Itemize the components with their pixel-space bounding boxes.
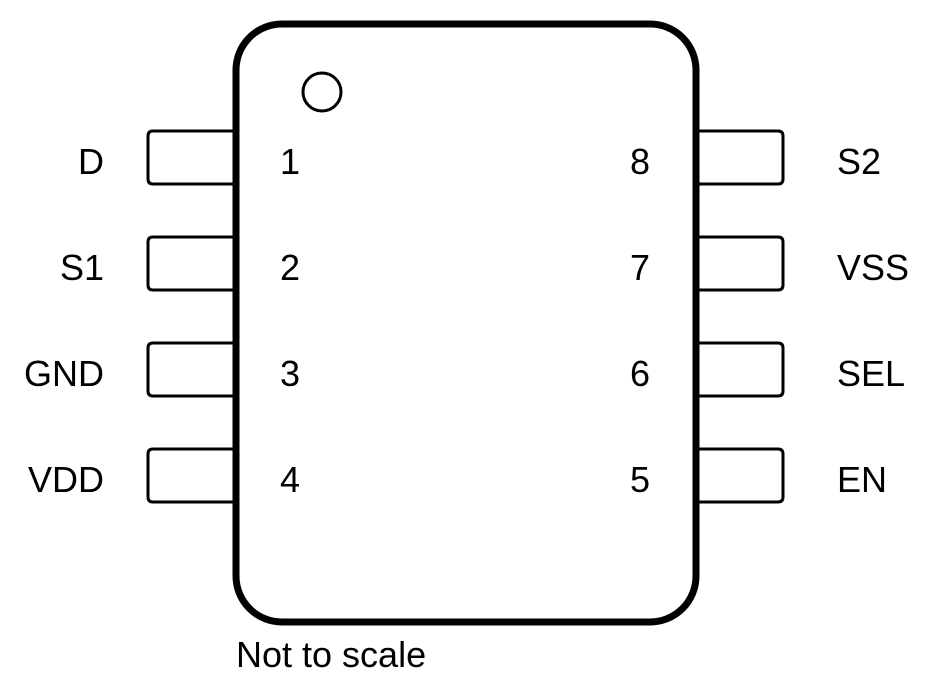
- pin-lead-1: [146, 129, 236, 186]
- pin-lead-2: [146, 235, 236, 292]
- pin-name-6: SEL: [837, 353, 905, 394]
- pin-lead-5: [696, 447, 785, 504]
- pin-lead-4: [146, 447, 236, 504]
- pin-name-3: GND: [24, 353, 104, 394]
- pin-name-5: EN: [837, 459, 887, 500]
- pin-name-2: S1: [60, 247, 104, 288]
- pin-number-1: 1: [280, 141, 300, 182]
- pin1-indicator: [301, 71, 343, 113]
- pin-lead-6: [696, 341, 785, 398]
- pin-lead-8: [696, 129, 785, 186]
- pin-number-2: 2: [280, 247, 300, 288]
- pin-number-8: 8: [630, 141, 650, 182]
- scale-note: Not to scale: [236, 634, 426, 675]
- pin-number-6: 6: [630, 353, 650, 394]
- pin-name-1: D: [78, 141, 104, 182]
- pin-name-8: S2: [837, 141, 881, 182]
- pin-name-4: VDD: [28, 459, 104, 500]
- pin-number-3: 3: [280, 353, 300, 394]
- pin-lead-7: [696, 235, 785, 292]
- pin-lead-3: [146, 341, 236, 398]
- pin-number-5: 5: [630, 459, 650, 500]
- pin-number-4: 4: [280, 459, 300, 500]
- pin-name-7: VSS: [837, 247, 909, 288]
- pin-number-7: 7: [630, 247, 650, 288]
- package-body: [232, 20, 700, 626]
